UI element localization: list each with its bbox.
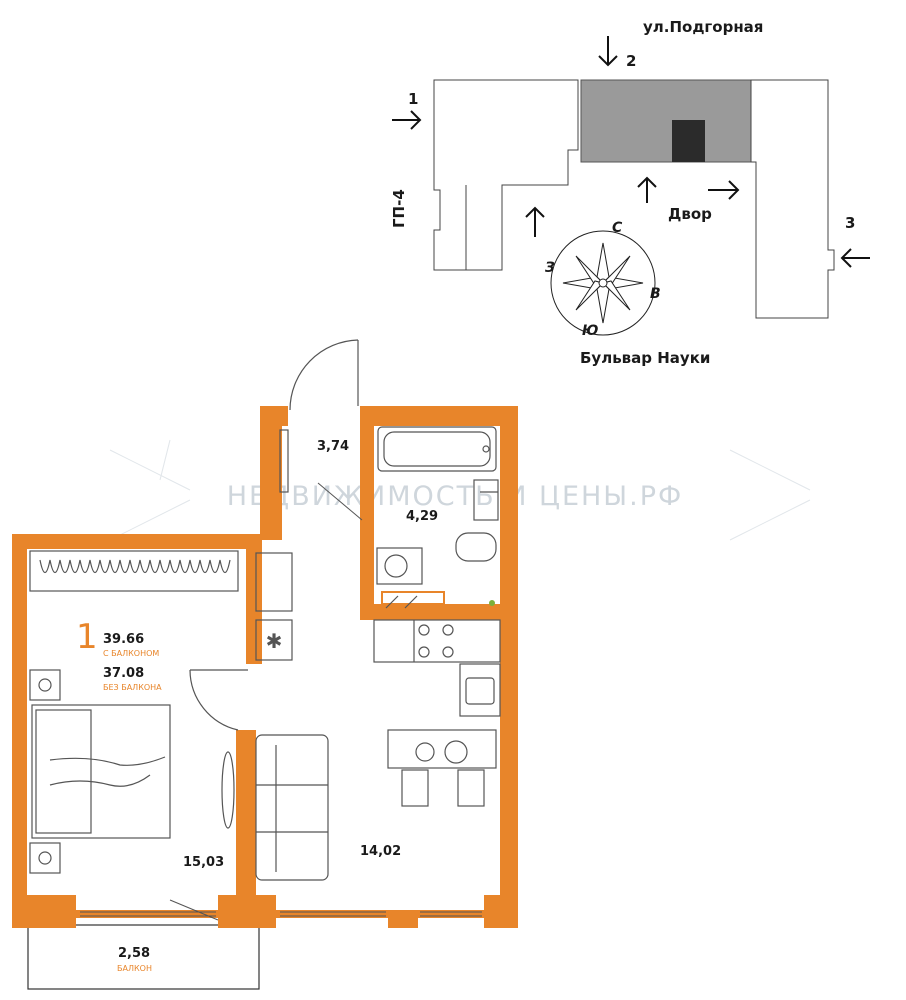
apartment-location-marker bbox=[672, 120, 705, 162]
compass-north: С bbox=[612, 220, 623, 236]
compass-south: Ю bbox=[582, 323, 598, 339]
living-kitchen-area: 14,02 bbox=[360, 844, 401, 859]
view-3-label: 3 bbox=[845, 214, 855, 232]
hall-area: 3,74 bbox=[317, 439, 349, 454]
compass-west: З bbox=[545, 260, 555, 276]
watermark: НЕДВИЖИМОСТЬ И ЦЕНЫ.РФ bbox=[109, 439, 811, 541]
yard-label: Двор bbox=[668, 205, 712, 223]
apartment-summary: 1 39.66 С БАЛКОНОМ 37.08 БЕЗ БАЛКОНА bbox=[76, 617, 162, 692]
bedroom-radiator bbox=[29, 550, 239, 592]
street-bottom-label: Бульвар Науки bbox=[580, 349, 710, 367]
site-plan: ул.Подгорная Бульвар Науки ГП-4 Двор 1 2… bbox=[390, 18, 870, 367]
balcony-door bbox=[169, 899, 219, 921]
kitchen-fixtures bbox=[373, 619, 501, 807]
rooms-count: 1 bbox=[76, 617, 98, 657]
area-without-balcony: 37.08 bbox=[103, 666, 144, 681]
compass-east: В bbox=[650, 286, 661, 302]
building-right bbox=[750, 79, 835, 319]
area-with-balcony: 39.66 bbox=[103, 632, 144, 647]
view-arrows bbox=[392, 36, 870, 268]
sofa bbox=[255, 734, 329, 881]
windows bbox=[80, 911, 482, 917]
balcony-area: 2,58 bbox=[118, 946, 150, 961]
without-balcony-label: БЕЗ БАЛКОНА bbox=[103, 683, 162, 692]
hall-partition bbox=[317, 482, 363, 521]
svg-text:✱: ✱ bbox=[266, 629, 283, 653]
view-1-label: 1 bbox=[408, 90, 418, 108]
with-balcony-label: С БАЛКОНОМ bbox=[103, 649, 159, 658]
street-left-label: ГП-4 bbox=[390, 189, 408, 228]
bedroom-area: 15,03 bbox=[183, 855, 224, 870]
bathroom-fixtures bbox=[376, 426, 499, 609]
street-top-label: ул.Подгорная bbox=[643, 18, 763, 36]
balcony-label: БАЛКОН bbox=[117, 964, 152, 973]
bedroom-door bbox=[189, 669, 248, 731]
bathroom-area: 4,29 bbox=[406, 509, 438, 524]
building-highlighted bbox=[580, 79, 752, 163]
walls bbox=[12, 406, 518, 928]
entrance-door bbox=[289, 339, 359, 411]
compass-rose: С В Ю З bbox=[545, 220, 661, 339]
bed bbox=[29, 669, 235, 874]
hall-radiator bbox=[279, 429, 289, 493]
utility-units: ✱ bbox=[255, 552, 293, 661]
watermark-text: НЕДВИЖИМОСТЬ И ЦЕНЫ.РФ bbox=[227, 481, 684, 512]
building-left bbox=[433, 79, 579, 271]
balcony bbox=[27, 924, 260, 990]
view-2-label: 2 bbox=[626, 52, 636, 70]
apartment-plan: ✱ 1 39.66 С БАЛКОНОМ 37.08 БЕЗ БАЛКОНА 3… bbox=[12, 339, 518, 990]
